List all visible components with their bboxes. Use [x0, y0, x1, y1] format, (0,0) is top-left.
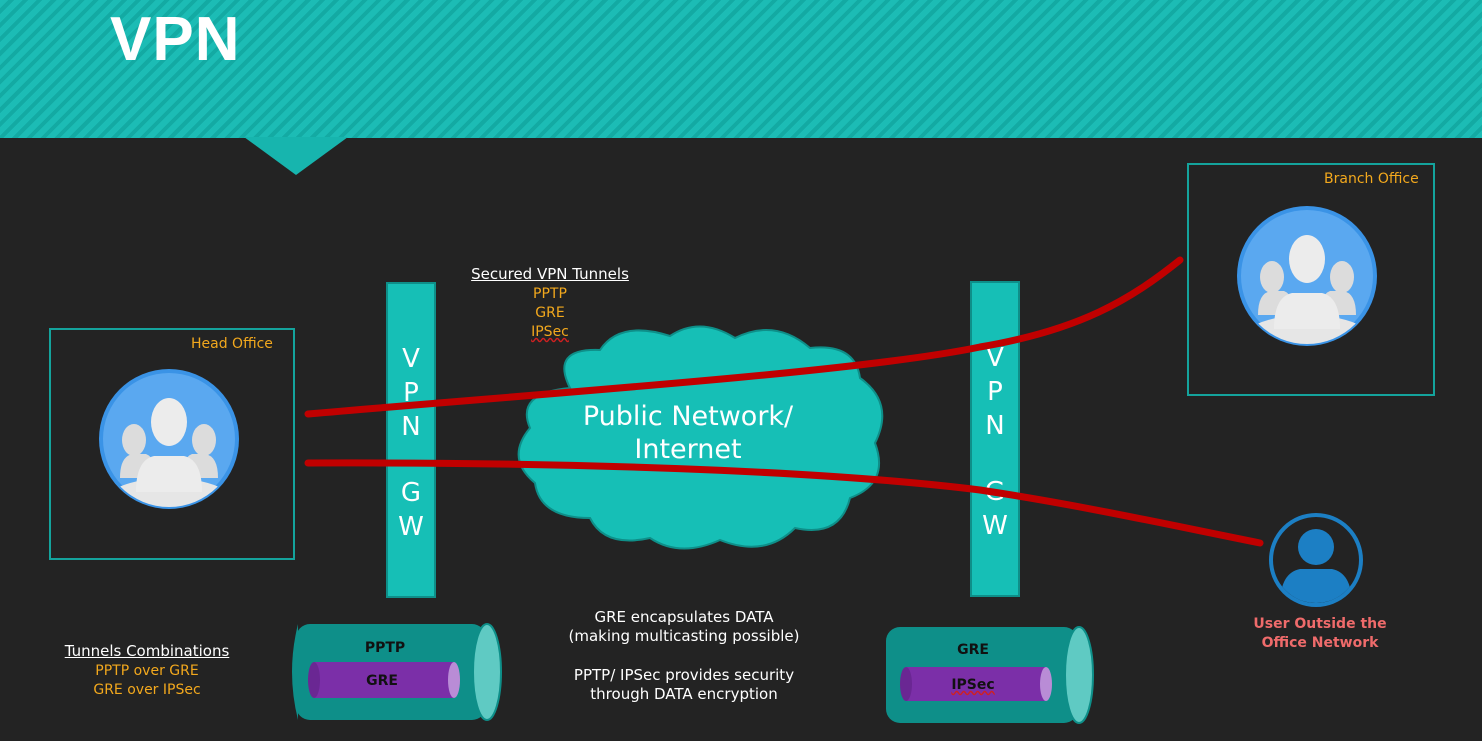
gre-over-ipsec-cylinder	[886, 626, 1094, 724]
gateway-letter: V	[986, 343, 1004, 373]
remote-user-label: User Outside the Office Network	[1246, 615, 1394, 653]
gateway-letter: G	[984, 477, 1006, 507]
gateway-letter: P	[987, 377, 1003, 407]
cloud-label-line2: Internet	[634, 434, 742, 465]
gateway-letter: W	[398, 512, 424, 542]
security-note: PPTP/ IPSec provides security through DA…	[548, 666, 820, 704]
branch-office-label: Branch Office	[1324, 171, 1419, 187]
gateway-letter: P	[403, 378, 419, 408]
note-line: PPTP/ IPSec provides security	[573, 666, 795, 684]
cloud-label: Public Network/ Internet	[560, 400, 816, 466]
header-banner	[0, 0, 1482, 138]
tunnel-item: GRE	[535, 305, 565, 321]
single-user-icon	[1269, 513, 1363, 607]
note-line: (making multicasting possible)	[568, 627, 800, 645]
combination-item: GRE over IPSec	[93, 682, 201, 698]
gateway-letter: W	[982, 511, 1008, 541]
remote-user-label-line1: User Outside the	[1253, 616, 1387, 632]
encapsulation-note: GRE encapsulates DATA (making multicasti…	[548, 608, 820, 646]
tunnel-item: IPSec	[531, 324, 569, 340]
tunnels-list: PPTP GRE IPSec	[500, 285, 600, 342]
slide-title: VPN	[110, 5, 241, 74]
vpn-gateway-left: V P N G W	[386, 282, 436, 598]
combinations-list: PPTP over GRE GRE over IPSec	[58, 662, 236, 700]
tunnels-heading: Secured VPN Tunnels	[471, 265, 629, 283]
cylinder-outer-label: PPTP	[364, 640, 406, 656]
note-line: GRE encapsulates DATA	[594, 608, 774, 626]
vpn-gateway-right: V P N G W	[970, 281, 1020, 597]
cylinder-inner-label: GRE	[366, 673, 398, 689]
combination-item: PPTP over GRE	[95, 663, 199, 679]
gateway-letter: V	[402, 344, 420, 374]
branch-office-box	[1187, 163, 1435, 396]
tunnel-item: PPTP	[533, 286, 567, 302]
gateway-letter: N	[985, 411, 1005, 441]
remote-user-label-line2: Office Network	[1261, 635, 1379, 651]
note-line: through DATA encryption	[590, 685, 778, 703]
combinations-heading: Tunnels Combinations	[64, 642, 230, 660]
head-office-label: Head Office	[191, 336, 273, 352]
pptp-over-gre-cylinder	[292, 623, 502, 721]
group-users-icon	[1237, 206, 1377, 346]
gateway-letter: N	[401, 412, 421, 442]
cylinder-inner-label: IPSec	[951, 677, 995, 693]
group-users-icon	[99, 369, 239, 509]
cylinder-outer-label: GRE	[957, 642, 989, 658]
cloud-label-line1: Public Network/	[582, 401, 794, 432]
gateway-letter: G	[400, 478, 422, 508]
head-office-box	[49, 328, 295, 560]
